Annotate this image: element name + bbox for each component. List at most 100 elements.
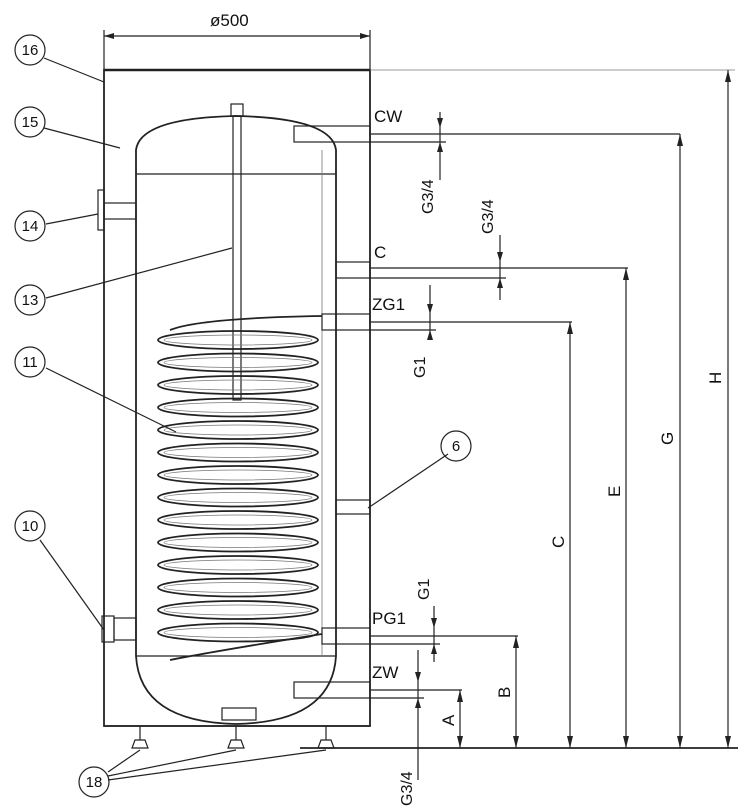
zw-stub: [293, 681, 371, 699]
dim-label-a: A: [439, 714, 458, 726]
coil-loop-inner: [163, 357, 313, 368]
label-c: C: [374, 243, 386, 262]
callout-16: 16: [14, 34, 46, 66]
svg-text:10: 10: [22, 518, 39, 535]
leader-6: [367, 453, 449, 509]
leader-18c: [107, 749, 327, 781]
coil-loop: [157, 442, 319, 463]
coil-loop: [157, 622, 319, 643]
coil-loop: [157, 465, 319, 485]
dim-g: [677, 134, 683, 748]
dim-label-g: G: [658, 432, 677, 445]
coil-loop: [157, 577, 319, 598]
svg-text:13: 13: [22, 292, 39, 309]
leader-18b: [107, 749, 237, 777]
svg-text:6: 6: [452, 438, 460, 455]
label-zg1: ZG1: [372, 295, 405, 314]
foot-right: [317, 739, 335, 749]
cw-thread-marker: [370, 112, 446, 180]
svg-text:11: 11: [22, 354, 38, 371]
thread-label-zw: G3/4: [399, 771, 416, 806]
svg-text:15: 15: [22, 114, 39, 131]
coil-inlet-pipe: [169, 315, 323, 331]
label-cw: CW: [374, 107, 402, 126]
coil-loop-inner: [163, 447, 313, 458]
coil-loop: [157, 510, 319, 530]
leader-15: [43, 127, 121, 149]
coil-loop-inner: [163, 514, 313, 526]
anode-rod: [232, 115, 242, 401]
coil-loop: [157, 375, 319, 395]
foot-left: [131, 739, 149, 749]
coil-heat-exchanger: [157, 330, 319, 643]
c-stub: [335, 261, 371, 279]
dim-a: [457, 690, 463, 748]
callout-15: 15: [14, 106, 46, 138]
dim-b: [513, 636, 519, 748]
thread-label-cw: G3/4: [420, 179, 437, 214]
zw-thread-marker: [370, 650, 424, 780]
zg1-thread-marker: [370, 285, 436, 340]
pg1-stub: [321, 627, 371, 645]
dim-label-h: H: [706, 372, 725, 384]
leader-18a: [107, 749, 141, 773]
dim-label-c: C: [549, 536, 568, 548]
zg1-stub: [321, 313, 371, 331]
coil-loop: [157, 352, 319, 373]
c-thread-marker: [370, 235, 506, 300]
label-pg1: PG1: [372, 609, 406, 628]
svg-text:16: 16: [22, 42, 39, 59]
anode-cap: [230, 103, 244, 117]
diameter-arrow-right: [360, 33, 370, 39]
coil-loop-inner: [163, 537, 313, 548]
dim-h: [725, 70, 731, 748]
dim-e: [623, 268, 629, 748]
thread-label-pg1: G1: [416, 579, 433, 600]
thread-label-c: G3/4: [480, 199, 497, 234]
coil-loop-inner: [163, 402, 313, 413]
svg-text:14: 14: [22, 218, 39, 235]
coil-loop-inner: [163, 559, 313, 571]
coil-loop-inner: [163, 492, 313, 503]
coil-loop-inner: [163, 424, 313, 436]
pg1-thread-marker: [370, 606, 440, 662]
inner-tank: [135, 115, 337, 725]
svg-text:18: 18: [86, 774, 103, 791]
callout-11: 11: [14, 346, 46, 378]
coil-loop-inner: [163, 627, 313, 638]
leader-11: [45, 367, 177, 433]
leader-14: [45, 213, 99, 225]
leader-13: [45, 247, 233, 299]
dim-label-e: E: [605, 486, 624, 497]
coil-loop-inner: [163, 379, 313, 391]
thermometer-housing: [113, 617, 137, 641]
thread-label-zg1: G1: [412, 357, 429, 378]
coil-loop-inner: [163, 582, 313, 593]
coil-loop: [157, 532, 319, 553]
flange-sleeve: [103, 202, 137, 220]
callout-6: 6: [440, 430, 472, 462]
coil-loop: [157, 487, 319, 508]
dim-c: [567, 322, 573, 748]
coil-outlet-pipe: [169, 633, 323, 661]
label-zw: ZW: [372, 663, 398, 682]
coil-loop-inner: [163, 604, 313, 616]
leader-10: [39, 539, 105, 631]
diameter-label: ø500: [210, 11, 249, 30]
dim-label-b: B: [495, 687, 514, 698]
diameter-arrow-left: [104, 33, 114, 39]
foot-middle: [227, 739, 245, 749]
callout-14: 14: [14, 210, 46, 242]
coil-loop: [157, 397, 319, 418]
leader-16: [43, 57, 105, 83]
coil-loop: [157, 330, 319, 350]
coil-loop: [157, 555, 319, 575]
coil-loop: [157, 600, 319, 620]
sensor-stub-6: [335, 499, 371, 515]
callout-18: 18: [78, 766, 110, 798]
coil-loop-inner: [163, 469, 313, 481]
callout-13: 13: [14, 284, 46, 316]
bottom-drain: [221, 707, 257, 721]
coil-loop-inner: [163, 334, 313, 346]
